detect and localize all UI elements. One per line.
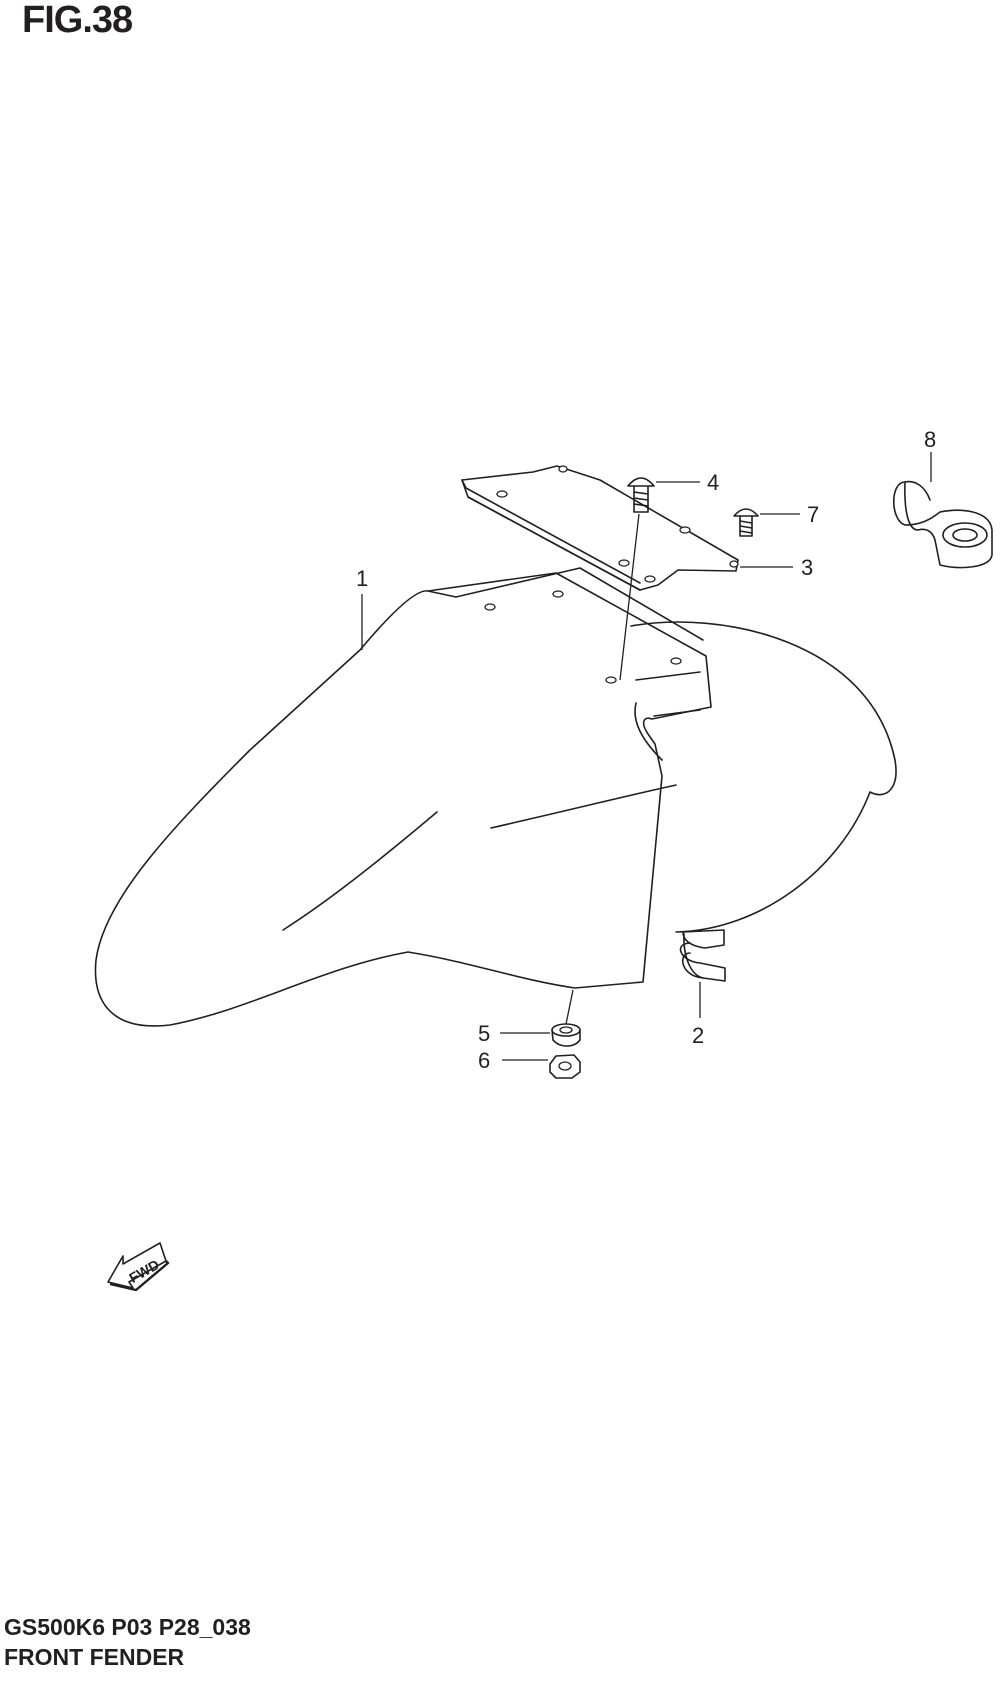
figure-name: FRONT FENDER — [4, 1644, 185, 1670]
callout-1: 1 — [356, 566, 368, 591]
grommet-part[interactable] — [551, 1023, 581, 1047]
callout-5: 5 — [478, 1021, 490, 1046]
callout-4: 4 — [707, 470, 719, 495]
figure-title: FIG.38 — [22, 0, 133, 41]
cable-guide-part[interactable] — [893, 480, 993, 569]
clamp-part[interactable] — [679, 929, 726, 982]
fender-brace-part[interactable] — [461, 465, 739, 591]
callout-2: 2 — [692, 1023, 704, 1048]
callout-6: 6 — [478, 1048, 490, 1073]
callout-8: 8 — [924, 427, 936, 452]
screw-part[interactable] — [627, 477, 655, 513]
nut-part[interactable] — [549, 1054, 581, 1079]
front-fender-part[interactable] — [94, 567, 897, 1027]
small-screw-part[interactable] — [733, 508, 759, 537]
callout-3: 3 — [801, 555, 813, 580]
model-code: GS500K6 P03 P28_038 — [4, 1614, 251, 1640]
callout-7: 7 — [807, 502, 819, 527]
arrow-down-left-icon: FWD — [107, 1242, 170, 1292]
